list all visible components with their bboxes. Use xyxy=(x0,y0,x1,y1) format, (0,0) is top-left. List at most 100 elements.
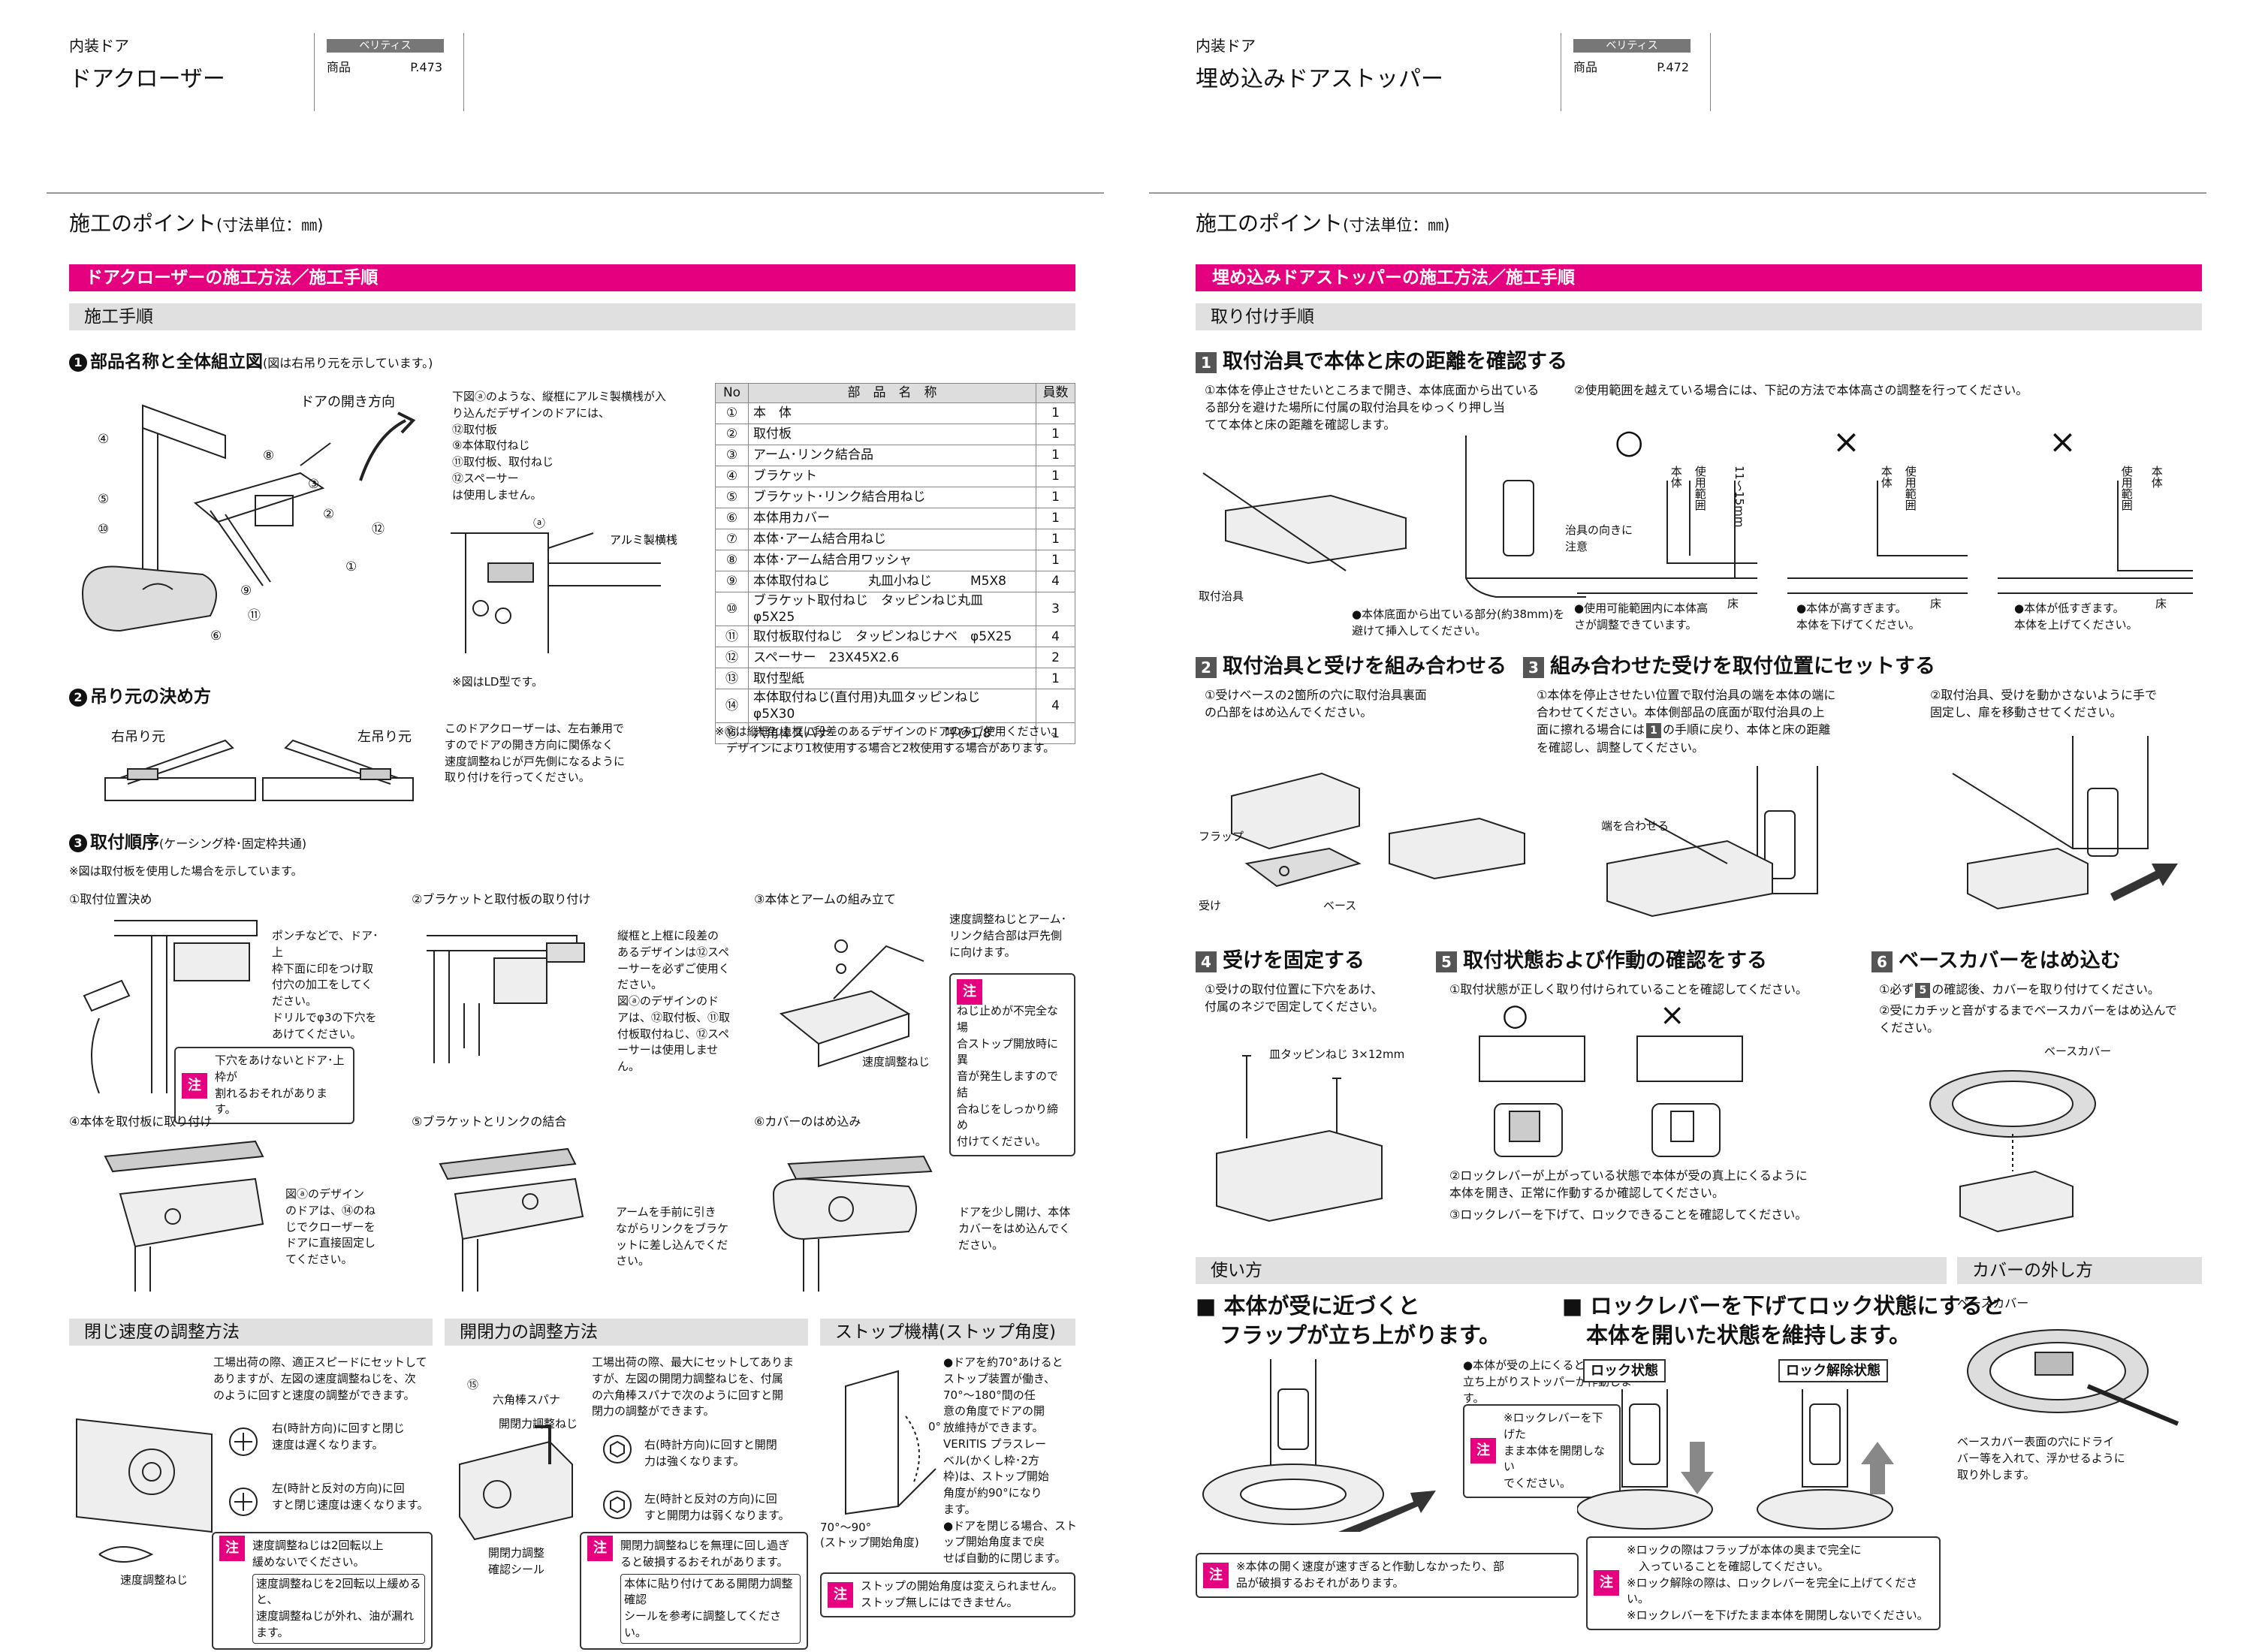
proc5-text: アームを手前に引きながらリンクをブラケットに差し込んでください。 xyxy=(616,1205,729,1268)
pink-heading: 埋め込みドアストッパーの施工方法／施工手順 xyxy=(1196,264,2202,291)
part-num: ⑪ xyxy=(248,608,261,623)
cell-qty: 1 xyxy=(1036,508,1075,529)
s5-text3: ③ロックレバーを下げて、ロックできることを確認してください。 xyxy=(1449,1207,1808,1222)
left-hinge-label: 左吊り元 xyxy=(357,729,412,745)
proc4-title: ④本体を取付板に取り付け xyxy=(69,1114,213,1129)
proc6-title: ⑥カバーのはめ込み xyxy=(754,1114,861,1129)
product-ref-box: ベリティス 商品 P.473 xyxy=(314,33,464,111)
ok-mark: ○ xyxy=(1615,423,1644,461)
screw-label: 皿タッピンねじ 3×12mm xyxy=(1269,1048,1405,1061)
col-no: No xyxy=(715,383,749,403)
cell-name: 本体用カバー xyxy=(748,508,1036,529)
force-right: 右(時計方向)に回すと開閉力は強くなります。 xyxy=(644,1438,777,1468)
cell-no: ⑩ xyxy=(715,591,749,627)
stop-angle-note: (ストップ開始角度) xyxy=(820,1536,919,1549)
caution-box: 注ねじ止めが不完全な場合ストップ開放時に異音が発生しますので結合ねじをしっかり締… xyxy=(949,973,1075,1156)
cell-qty: 4 xyxy=(1036,689,1075,724)
force-screw-label: 開閉力調整ねじ xyxy=(499,1417,578,1430)
col-name: 部 品 名 称 xyxy=(748,383,1036,403)
gray-heading: 施工手順 xyxy=(69,303,1075,330)
cell-qty: 1 xyxy=(1036,487,1075,508)
proc2-title: ②ブラケットと取付板の取り付け xyxy=(412,892,591,906)
speed-left: 左(時計と反対の方向)に回すと閉じ速度は速くなります。 xyxy=(272,1482,429,1512)
brand-badge: ベリティス xyxy=(327,39,444,53)
cell-name: 取付板 xyxy=(748,424,1036,445)
aluminum-rail-illustration: ⓐ アルミ製横桟 xyxy=(451,518,677,653)
speed-screw-label: 速度調整ねじ xyxy=(120,1573,189,1587)
screw-icons xyxy=(229,1427,258,1516)
force-left: 左(時計と反対の方向)に回すと開閉力は弱くなります。 xyxy=(644,1492,790,1522)
caution-box: 注速度調整ねじは2回転以上緩めないでください。速度調整ねじを2回転以上緩めると、… xyxy=(212,1532,433,1650)
cell-no: ⑬ xyxy=(715,668,749,690)
unlock-state-label: ロック解除状態 xyxy=(1778,1359,1888,1383)
proc1-illustration xyxy=(83,920,258,1094)
cell-qty: 1 xyxy=(1036,445,1075,466)
caution-note: 本体に貼り付けてある開閉力調整確認シールを参考に調整してください。 xyxy=(620,1573,801,1644)
use-heading: 使い方 xyxy=(1196,1257,1947,1284)
part-num: ⑧ xyxy=(263,448,274,463)
part-num: ⑩ xyxy=(98,522,109,537)
base-cover-illustration xyxy=(1929,1070,2096,1233)
cell-name: ブラケット xyxy=(748,466,1036,487)
proc3-illustration xyxy=(779,939,924,1068)
door-angle-illustration xyxy=(845,1370,936,1515)
caution-box: 注開閉力調整ねじを無理に回し過ぎると破損するおそれがあります。本体に貼り付けてあ… xyxy=(580,1532,808,1650)
right-hinge-label: 右吊り元 xyxy=(111,729,165,745)
cell-no: ② xyxy=(715,424,749,445)
fig-a-label: ⓐ xyxy=(533,518,545,530)
lock-state-label: ロック状態 xyxy=(1583,1359,1666,1383)
page-title: ドアクローザー xyxy=(69,66,225,92)
section-title: 施工のポイント(寸法単位：㎜) xyxy=(1196,211,1450,236)
cover-label: ベースカバー xyxy=(1957,1296,2029,1310)
jig-label: 取付治具 xyxy=(1199,589,1244,603)
section-title: 施工のポイント(寸法単位：㎜) xyxy=(69,211,324,236)
ref-label: 商品 xyxy=(327,60,351,74)
part-num: ② xyxy=(323,507,334,522)
closer-assembly-illustration: ④ ⑤ ⑩ ③ ② ① ⑫ ⑧ ⑨ ⑪ ⑥ xyxy=(81,404,416,644)
s1-text1: ①本体を停止させたいところまで開き、本体底面から出ているる部分を避けた場所に付属… xyxy=(1205,383,1540,433)
caution-box: 注※ロックレバーを下げたまま本体を開閉しないでください。 xyxy=(1463,1404,1621,1498)
proc5-illustration xyxy=(439,1147,584,1292)
part-num: ⑥ xyxy=(210,629,222,644)
cell-qty: 1 xyxy=(1036,402,1075,424)
jig-measure-illustration xyxy=(1202,436,1586,598)
install-check-illustration xyxy=(1479,1036,1743,1157)
floor-label: 床 xyxy=(2155,597,2167,610)
cover-text: ベースカバー表面の穴にドライバー等を入れて、浮かせるように取り外します。 xyxy=(1957,1435,2125,1482)
divider xyxy=(47,192,1104,194)
step2-text: このドアクローザーは、左右兼用ですのでドアの開き方向に関係なく速度調整ねじが戸先… xyxy=(445,722,626,785)
proc6-text: ドアを少し開け、本体カバーをはめ込んでください。 xyxy=(958,1205,1071,1252)
proc4-illustration xyxy=(104,1140,264,1292)
c3: ●本体が低すぎます。本体を上げてください。 xyxy=(2014,601,2138,632)
cell-no: ⑫ xyxy=(715,647,749,669)
cell-name: 本体･アーム結合用ワッシャ xyxy=(748,550,1036,571)
pink-heading: ドアクローザーの施工方法／施工手順 xyxy=(69,264,1075,291)
door-move-illustration xyxy=(1952,736,2178,910)
cell-no: ⑮ xyxy=(715,722,749,745)
ref-page-link[interactable]: P.472 xyxy=(1657,60,1689,74)
brand-badge: ベリティス xyxy=(1573,39,1691,53)
ref-page-link[interactable]: P.473 xyxy=(410,60,442,74)
category-label: 内装ドア xyxy=(69,37,129,55)
height-range-diagrams xyxy=(1577,481,2193,594)
force-text: 工場出荷の際、最大にセットしてありますが、左図の開閉力調整ねじを、付属の六角棒ス… xyxy=(592,1355,795,1418)
c1: ●使用可能範囲内に本体高さが調整できています。 xyxy=(1574,601,1709,632)
s2-text: ①受けベースの2箇所の穴に取付治具裏面の凸部をはめ込んでください。 xyxy=(1205,688,1427,720)
part-num: ⑨ xyxy=(240,583,252,598)
col-qty: 員数 xyxy=(1036,383,1075,403)
cell-no: ⑤ xyxy=(715,487,749,508)
